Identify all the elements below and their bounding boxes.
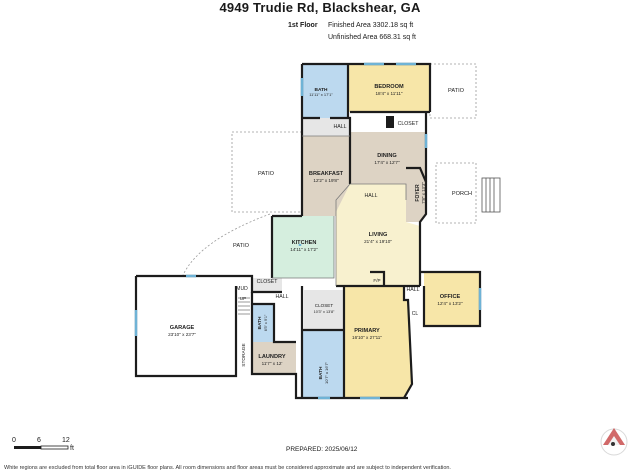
scale-label-0: 0 — [12, 437, 16, 444]
room-dims-office: 12'4" x 13'2" — [437, 301, 463, 306]
room-name-foyer: FOYER — [415, 184, 421, 202]
room-name-living: LIVING — [369, 232, 388, 238]
hall-top-fill — [302, 118, 350, 136]
room-name-hall-left: HALL — [276, 294, 289, 300]
room-name-bath-small: BATH — [257, 316, 263, 330]
living-fill — [336, 184, 420, 286]
room-name-laundry: LAUNDRY — [258, 354, 285, 360]
wall-bath-small — [252, 302, 296, 344]
room-dims-garage: 23'10" x 23'7" — [168, 332, 196, 337]
bath-primary-fill — [302, 330, 344, 398]
partition-kitchen — [272, 216, 335, 279]
stairs — [238, 297, 250, 315]
wall-hall-top — [302, 116, 352, 184]
room-name-cl: CL — [412, 311, 419, 317]
room-dims-bath-top: 11'11" x 17'1" — [309, 92, 333, 97]
room-name-patio-w: PATIO — [258, 171, 275, 177]
room-dims-kitchen: 14'11" x 17'2" — [290, 247, 318, 252]
laundry-fill — [252, 342, 296, 374]
room-name-primary: PRIMARY — [354, 328, 380, 334]
room-dims-bath-primary: 10'7" x 16'7" — [324, 361, 329, 384]
finished-area: Finished Area 3302.18 sq ft — [328, 22, 414, 29]
room-name-patio-ne: PATIO — [448, 88, 465, 94]
room-name-mud: MUD — [236, 286, 248, 292]
disclaimer: White regions are excluded from total fl… — [4, 465, 451, 471]
wall-foyer — [406, 166, 428, 286]
floor-label: 1st Floor — [288, 22, 318, 29]
scale-bar — [14, 445, 69, 450]
room-dims-closet-mid: 10'3" x 13'8" — [314, 310, 335, 314]
closet-wall-block — [386, 116, 394, 128]
room-name-dining: DINING — [377, 153, 397, 159]
room-dims-foyer: 7'8" x 13'3" — [421, 182, 426, 204]
room-dims-primary: 16'10" x 27'11" — [352, 335, 382, 340]
room-name-patio-sw: PATIO — [233, 243, 250, 249]
room-name-fp: F/P — [373, 278, 380, 283]
wall-fireplace — [370, 270, 386, 286]
room-name-bath-primary: BATH — [318, 366, 324, 380]
room-dims-bedroom: 18'4" x 11'11" — [375, 91, 402, 96]
room-name-closet-top: CLOSET — [398, 121, 420, 127]
room-dims-living: 21'4" x 19'10" — [364, 239, 392, 244]
room-name-garage: GARAGE — [170, 325, 195, 331]
bath-small-fill — [252, 304, 274, 342]
room-dims-laundry: 11'7" x 12' — [262, 361, 283, 366]
partition-living-west — [335, 183, 351, 286]
wall-primary-east — [402, 286, 414, 399]
porch-outline — [435, 162, 477, 224]
north-arrow-icon — [600, 428, 628, 456]
unfinished-area: Unfinished Area 668.31 sq ft — [328, 34, 416, 41]
room-name-hall-right: HALL — [407, 287, 420, 293]
scale-label-12: 12 — [62, 437, 70, 444]
room-name-hall-mid: HALL — [365, 193, 378, 199]
bedroom-fill — [348, 64, 430, 112]
room-dims-dining: 17'4" x 12'7" — [374, 160, 400, 165]
room-name-hall-top: HALL — [334, 124, 347, 130]
room-name-closet-mud: CLOSET — [257, 279, 279, 285]
room-name-kitchen: KITCHEN — [292, 240, 317, 246]
wall-office — [420, 270, 482, 328]
primary-fill — [344, 286, 412, 398]
room-name-bath-top: BATH — [315, 87, 329, 93]
prepared-date: PREPARED: 2025/06/12 — [286, 446, 358, 453]
page-title: 4949 Trudie Rd, Blackshear, GA — [219, 0, 421, 15]
office-fill — [424, 272, 480, 326]
room-name-porch: PORCH — [452, 191, 472, 197]
kitchen-fill — [272, 216, 334, 278]
closet-mid-fill — [304, 290, 344, 330]
wall-bath-primary — [300, 286, 344, 398]
room-name-closet-mid: CLOSET — [315, 303, 334, 308]
foyer-fill — [406, 168, 426, 222]
scale-label-6: 6 — [37, 437, 41, 444]
scale-unit: ft — [70, 445, 74, 452]
room-dims-bath-small: 6'5" x 9'1" — [264, 314, 268, 331]
wall-north — [302, 62, 432, 112]
closet-mud-fill — [252, 278, 282, 292]
porch-steps — [481, 177, 501, 213]
room-name-breakfast: BREAKFAST — [309, 171, 344, 177]
partition-hall — [350, 183, 407, 200]
bath-top-fill — [302, 64, 348, 118]
wall-south — [250, 292, 408, 400]
room-dims-breakfast: 12'2" x 19'8" — [313, 178, 339, 183]
room-name-bedroom: BEDROOM — [374, 84, 404, 90]
room-name-up: UP — [240, 296, 246, 301]
patio-southwest-arc — [182, 213, 271, 276]
room-name-office: OFFICE — [440, 294, 461, 300]
room-name-storage: STORAGE — [241, 343, 247, 366]
